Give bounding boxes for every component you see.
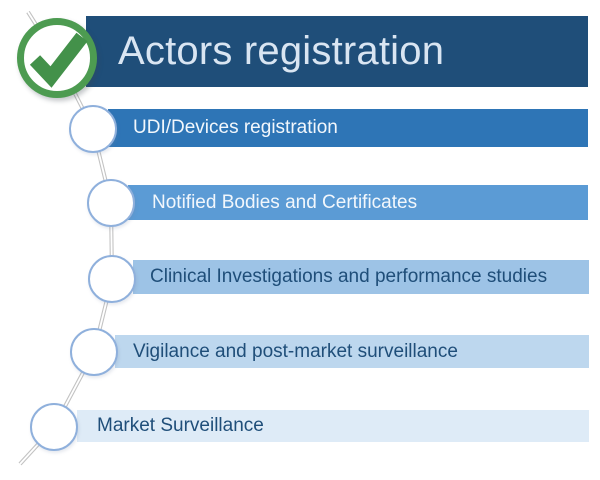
stage-bar-clinical-investigations: Clinical Investigations and performance … — [133, 260, 589, 294]
stage-bar-udi-devices: UDI/Devices registration — [108, 109, 588, 147]
stage-label: Notified Bodies and Certificates — [152, 191, 418, 213]
stage-bar-vigilance: Vigilance and post-market surveillance — [115, 335, 589, 368]
stage-label: UDI/Devices registration — [133, 117, 338, 138]
checkmark-icon — [29, 32, 88, 88]
step-node — [30, 403, 78, 451]
stage-label: Vigilance and post-market surveillance — [133, 340, 458, 362]
stage-label: Clinical Investigations and performance … — [150, 266, 548, 287]
completed-badge — [17, 18, 97, 98]
stage-title: Actors registration — [118, 29, 445, 73]
step-node — [88, 255, 136, 303]
stage-bar-notified-bodies: Notified Bodies and Certificates — [128, 185, 588, 220]
stage-bar-actors-registration: Actors registration — [86, 16, 588, 87]
step-node — [87, 179, 135, 227]
step-node — [70, 328, 118, 376]
step-node — [69, 105, 117, 153]
stage-bar-market-surveillance: Market Surveillance — [77, 410, 589, 442]
stage-label: Market Surveillance — [97, 415, 264, 436]
